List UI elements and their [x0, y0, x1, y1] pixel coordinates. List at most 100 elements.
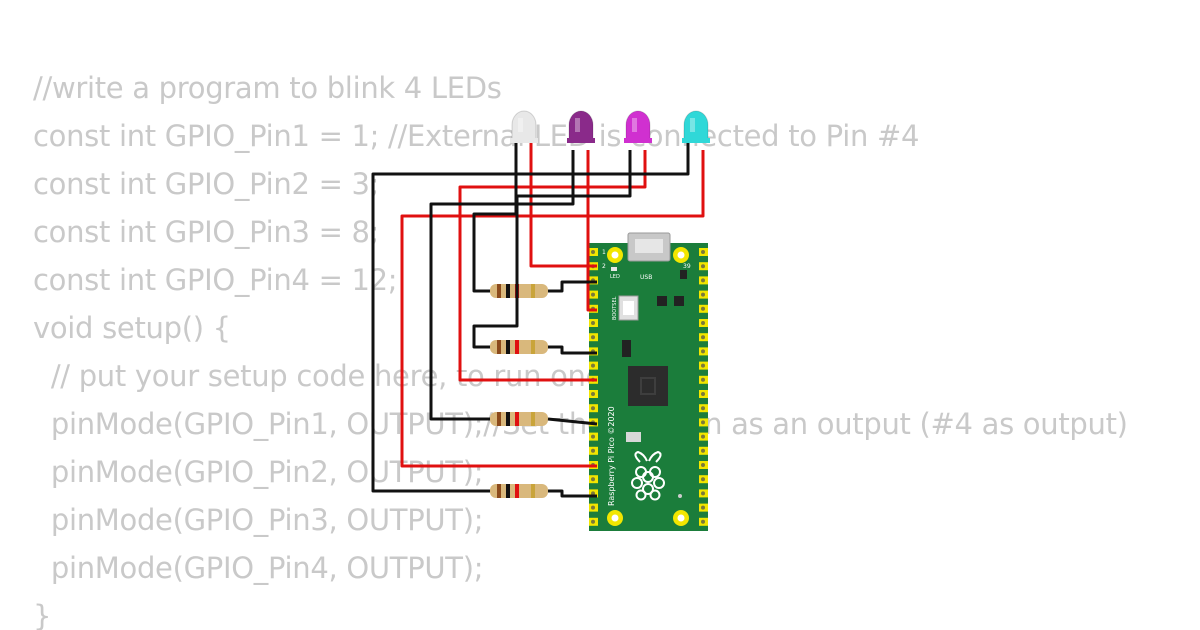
led-highlight — [632, 118, 637, 132]
wire-resistor3-pico[interactable] — [547, 417, 598, 426]
resistor-band — [531, 484, 535, 498]
pin-hole-right — [701, 306, 705, 311]
pin-hole-right — [701, 463, 705, 467]
pin-hole-right — [701, 292, 705, 297]
code-line-4: const int GPIO_Pin3 = 8; — [33, 215, 380, 249]
pin-hole-left — [591, 292, 595, 297]
resistor-3[interactable] — [480, 412, 560, 426]
wire-red-white-led[interactable] — [529, 140, 597, 268]
resistor-band — [497, 340, 501, 354]
wires — [371, 140, 705, 498]
pin-hole-right — [701, 406, 705, 411]
pin-hole-left — [591, 335, 595, 340]
pin-hole-left — [591, 434, 595, 439]
led-rim — [510, 138, 538, 143]
wire-black-white-led[interactable] — [472, 140, 518, 293]
pin-hole-right — [701, 278, 705, 283]
pin-hole-right — [701, 519, 705, 524]
led-highlight — [518, 118, 523, 132]
led-white[interactable] — [510, 110, 538, 143]
pin-hole-right — [701, 420, 705, 425]
pin39-label: 39 — [683, 263, 691, 270]
pin-hole-right — [701, 477, 705, 482]
led-highlight — [690, 118, 695, 132]
led-highlight — [575, 118, 580, 132]
resistor-band — [531, 284, 535, 298]
code-background: //write a program to blink 4 LEDs const … — [33, 71, 1128, 630]
resistor-band — [515, 340, 519, 354]
wire-red-cyan-led[interactable] — [400, 150, 705, 468]
resistor-band — [497, 284, 501, 298]
resistor-band — [506, 284, 510, 298]
wire-red-purple-led[interactable] — [586, 150, 597, 312]
resistor-1[interactable] — [480, 284, 560, 298]
pin-hole-left — [591, 505, 595, 510]
resistor-2[interactable] — [480, 340, 560, 354]
bootsel-label: BOOTSEL — [612, 296, 618, 320]
component-1 — [680, 270, 687, 279]
pin-hole-right — [701, 349, 705, 354]
mount-hole-br-center — [677, 514, 685, 522]
code-line-11: pinMode(GPIO_Pin4, OUTPUT); — [33, 551, 484, 585]
led-rim — [682, 138, 710, 143]
pin-hole-right — [701, 448, 705, 453]
pin-hole-left — [591, 477, 595, 482]
component-3 — [674, 296, 684, 306]
resistor-band — [497, 412, 501, 426]
code-line-3: const int GPIO_Pin2 = 3; — [33, 167, 380, 201]
wire-black-purple-led[interactable] — [429, 150, 575, 421]
pin-hole-left — [591, 491, 595, 496]
pin-hole-left — [591, 448, 595, 453]
component-4 — [622, 340, 631, 357]
rp2040-logo — [640, 377, 656, 395]
wire-resistor2-pico[interactable] — [548, 345, 597, 355]
resistor-4[interactable] — [480, 484, 560, 498]
resistor-band — [515, 484, 519, 498]
bootsel-button-cap — [623, 301, 634, 315]
pin-hole-left — [591, 250, 595, 254]
pin-hole-left — [591, 321, 595, 325]
pin-header — [589, 248, 708, 526]
led-cyan[interactable] — [682, 110, 710, 143]
pin-hole-right — [701, 377, 705, 382]
pico-board[interactable]: USB LED 1 2 39 BOOTSEL Raspberry Pi Pico… — [589, 232, 708, 531]
led-dome — [568, 110, 594, 141]
mount-hole-tr-center — [677, 251, 685, 259]
code-line-5: const int GPIO_Pin4 = 12; — [33, 263, 398, 297]
resistor-band — [506, 484, 510, 498]
pin-hole-right — [701, 363, 705, 368]
led-purple[interactable] — [567, 110, 595, 143]
pin-hole-right — [701, 434, 705, 439]
code-line-9: pinMode(GPIO_Pin2, OUTPUT); — [33, 455, 484, 489]
led-dome — [511, 110, 537, 141]
resistor-band — [515, 412, 519, 426]
resistors — [480, 284, 560, 498]
component-5 — [626, 432, 641, 442]
code-line-6: void setup() { — [33, 311, 231, 345]
pin-hole-right — [701, 335, 705, 340]
pin1-label: 1 — [602, 249, 606, 256]
wire-resistor4-pico[interactable] — [548, 489, 597, 498]
led-magenta[interactable] — [624, 110, 652, 143]
code-line-7: // put your setup code here, to run once… — [33, 359, 629, 393]
wire-black-cyan-led[interactable] — [371, 140, 690, 493]
pin-hole-left — [591, 392, 595, 396]
code-line-12: } — [33, 599, 52, 630]
resistor-band — [506, 340, 510, 354]
pin-hole-left — [591, 363, 595, 368]
led-rim — [567, 138, 595, 143]
wire-resistor1-pico[interactable] — [548, 280, 597, 293]
led-dome — [625, 110, 651, 141]
board-name-label: Raspberry Pi Pico ©2020 — [607, 406, 616, 506]
mount-hole-tl-center — [611, 251, 619, 259]
usb-port — [635, 239, 663, 253]
wire-black-magenta-led[interactable] — [472, 150, 632, 349]
led-label: LED — [610, 274, 620, 280]
code-line-10: pinMode(GPIO_Pin3, OUTPUT); — [33, 503, 484, 537]
pin-hole-right — [701, 250, 705, 254]
usb-label: USB — [640, 274, 652, 281]
raspberry-pi-logo-icon — [631, 450, 665, 501]
pin-hole-right — [701, 392, 705, 396]
resistor-band — [531, 340, 535, 354]
